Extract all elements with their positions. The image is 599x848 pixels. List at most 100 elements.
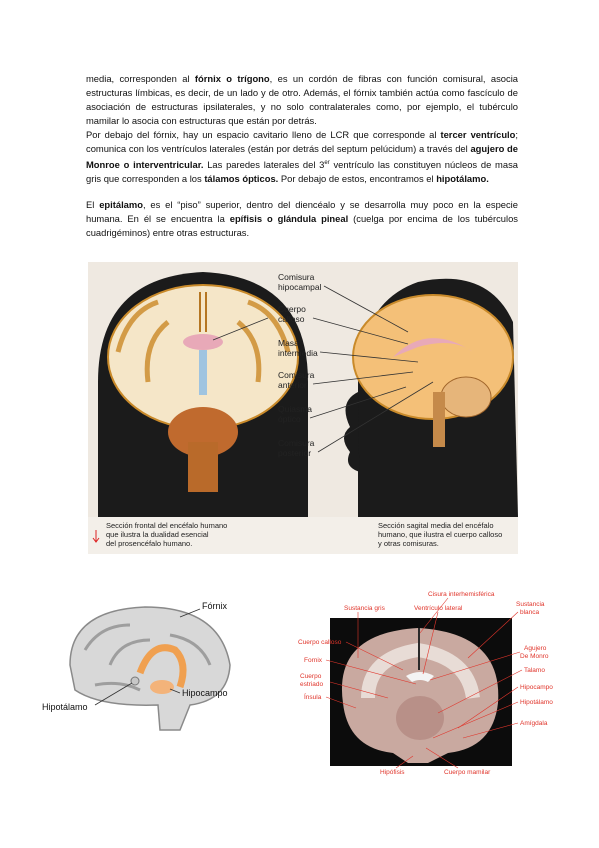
label-cuerpo-mamilar: Cuerpo mamilar (444, 769, 491, 776)
paragraph-tercer-ventriculo: Por debajo del fórnix, hay un espacio ca… (86, 128, 518, 186)
label-hipocampo: Hipocampo (182, 688, 228, 698)
label-talamo: Talamo (524, 667, 545, 674)
leader-line (467, 611, 519, 659)
label-hipotalamo: Hipotálamo (42, 702, 88, 712)
figure-fornix-diagram: Fórnix Hipocampo Hipotálamo (40, 595, 240, 735)
text-span: Las paredes laterales del 3 (203, 159, 325, 171)
label-masa-intermedia-1: Masa (278, 338, 299, 348)
label-sustancia-blanca-1: Sustancia (516, 601, 545, 608)
text-span: El (86, 199, 100, 210)
caption-left-1: Sección frontal del encéfalo humano (106, 521, 227, 530)
leader-line (325, 696, 357, 709)
label-ventriculo-lateral: Ventrículo lateral (414, 605, 463, 612)
leader-line (457, 686, 519, 729)
label-quiasma-optico-1: Quiasma (278, 404, 312, 414)
ventricle-frontal (199, 350, 207, 395)
text-span: , es un cordón de fibras con función com… (86, 73, 518, 126)
label-comisura-hipocampal-1: Comisura (278, 272, 315, 282)
leader-line (312, 317, 409, 345)
small-red-arrow-icon (92, 530, 100, 543)
leader-line (325, 659, 417, 685)
term-epitalamo: epitálamo (99, 199, 143, 210)
text-span: ; comunica con los ventrículos laterales… (86, 129, 519, 154)
term-epifisis: epífisis o glándula pineal (229, 213, 349, 224)
text-span: media, corresponden al (86, 73, 195, 84)
figure3-leader-lines (325, 597, 523, 769)
label-masa-intermedia-2: intermedia (278, 348, 318, 358)
corpus-callosum-frontal (183, 334, 223, 350)
brain-outline (69, 606, 231, 731)
figure1-labels: Comisura hipocampal Cuerpo calloso Masa … (278, 272, 322, 458)
label-agujero-1: Agujero (524, 645, 547, 652)
figure-coronal-svg: Cisura interhemisférica Sustancia gris V… (298, 591, 553, 776)
lateral-ventricle (406, 672, 434, 682)
leader-line (329, 681, 389, 699)
leader-line (432, 701, 519, 739)
leader-line (309, 386, 407, 419)
caption-left-3: del prosencéfalo humano. (106, 539, 192, 548)
corpus-callosum-sagittal (393, 338, 473, 357)
label-hipocampo-2: Hipocampo (520, 684, 553, 691)
leader-line (462, 722, 519, 739)
text-span: (cuelga por encima de los tubérculos cua… (86, 213, 518, 238)
caption-left-2: que ilustra la dualidad esencial (106, 530, 209, 539)
leader-line (312, 371, 414, 385)
leader-line (94, 682, 133, 706)
caption-right-1: Sección sagital media del encéfalo (378, 521, 494, 530)
leader-line (169, 688, 181, 694)
caption-right-3: y otras comisuras. (378, 539, 439, 548)
term-agujero-monroe: agujero de Monroe o interventricular. (86, 143, 518, 171)
leader-line (395, 755, 414, 769)
label-cuerpo-calloso-1: Cuerpo (278, 304, 306, 314)
face-profile (344, 392, 360, 517)
label-fornix-2: Fornix (304, 657, 323, 664)
label-comisura-hipocampal-2: hipocampal (278, 282, 322, 292)
brain-folds (83, 623, 212, 692)
cortex-folds (115, 299, 291, 383)
brainstem-cerebellum-frontal (168, 407, 238, 457)
label-cisura: Cisura interhemisférica (428, 591, 495, 598)
label-quiasma-optico-2: óptico (278, 414, 301, 424)
figure-fornix-svg: Fórnix Hipocampo Hipotálamo (42, 601, 231, 731)
label-hipofisis: Hipófisis (380, 769, 405, 776)
label-sustancia-blanca-2: blanca (520, 609, 540, 616)
label-cuerpo-estriado-1: Cuerpo (300, 673, 322, 680)
superscript: er (324, 160, 330, 166)
term-tercer-ventriculo: tercer ventrículo (440, 129, 516, 140)
thalamus-region (396, 696, 444, 740)
term-fornix: fórnix o trígono (194, 73, 270, 84)
label-comisura-posterior-1: Comisura (278, 438, 315, 448)
term-hipotalamo: hipotálamo. (436, 173, 489, 185)
label-cuerpo-calloso-2: calloso (278, 314, 305, 324)
text-span: Por debajo de estos, encontramos el (278, 173, 437, 185)
label-comisura-posterior-2: posterior (278, 448, 311, 458)
label-cuerpo-estriado-2: estriado (300, 681, 324, 688)
leader-line (345, 641, 404, 671)
figure1-leader-lines (212, 285, 434, 453)
leader-line (179, 608, 201, 618)
leader-line (422, 611, 439, 675)
label-hipotalamo-2: Hipotálamo (520, 699, 553, 706)
figure-brain-sections: Comisura hipocampal Cuerpo calloso Masa … (88, 262, 518, 554)
leader-line (429, 651, 521, 681)
term-talamos: tálamos ópticos. (204, 173, 279, 185)
caption-right-2: humano, que ilustra el cuerpo calloso (378, 530, 502, 539)
text-span: Por debajo del fórnix, hay un espacio ca… (86, 129, 441, 140)
text-span: , es el “piso” superior, dentro del dien… (86, 199, 518, 224)
hippocampus-structure (150, 680, 174, 694)
leader-line (323, 285, 409, 333)
label-fornix: Fórnix (202, 601, 228, 611)
figure-brain-sections-svg: Comisura hipocampal Cuerpo calloso Masa … (88, 272, 518, 554)
fornix-structure (136, 644, 187, 689)
label-agujero-2: De Monro (520, 653, 549, 660)
leader-line (419, 597, 449, 634)
text-span: ventrículo las constituyen núcleos de ma… (86, 159, 518, 185)
figure-coronal-section: Cisura interhemisférica Sustancia gris V… (298, 588, 570, 778)
label-comisura-anterior-1: Comisura (278, 370, 315, 380)
paragraph-epitalamo: El epitálamo, es el “piso” superior, den… (86, 198, 518, 240)
label-sustancia-gris: Sustancia gris (344, 605, 386, 612)
paragraph-fornix: media, corresponden al fórnix o trígono,… (86, 72, 518, 128)
label-cuerpo-calloso: Cuerpo calloso (298, 639, 342, 646)
caption-band (88, 517, 518, 554)
leader-line (437, 669, 523, 714)
